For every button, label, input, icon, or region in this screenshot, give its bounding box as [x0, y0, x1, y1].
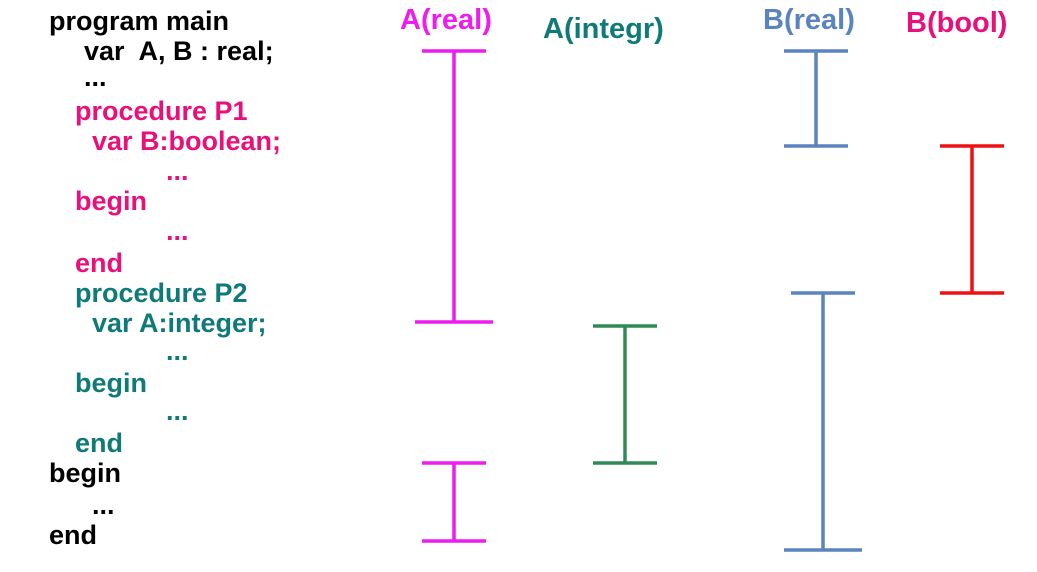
scope-bar-a-real-body [422, 461, 486, 543]
code-line-var-a-b-real: var A, B : real; [84, 36, 274, 66]
code-line-program-main: program main [49, 6, 230, 36]
code-line-end: end [75, 428, 124, 458]
code-line-begin: begin [75, 186, 147, 216]
scope-bar-a-real-main [415, 49, 493, 324]
code-line-end: end [75, 248, 124, 278]
code-line-ellipsis: ... [166, 336, 189, 366]
scope-label-a-real: A(real) [400, 4, 492, 36]
scope-label-a-integer: A(integr) [543, 13, 664, 45]
code-line-procedure-p2: procedure P2 [75, 278, 248, 308]
code-line-procedure-p1: procedure P1 [75, 96, 248, 126]
code-line-var-b-boolean: var B:boolean; [92, 126, 282, 156]
code-line-ellipsis: ... [166, 216, 189, 246]
code-line-ellipsis: ... [84, 62, 107, 92]
scope-label-b-bool: B(bool) [906, 7, 1008, 39]
scope-label-b-real: B(real) [763, 4, 855, 36]
code-line-end: end [49, 520, 98, 550]
code-line-ellipsis: ... [166, 396, 189, 426]
scope-bar-b-real-main [784, 49, 848, 148]
scope-bar-a-integer [593, 324, 657, 465]
code-line-ellipsis: ... [92, 490, 115, 520]
code-line-ellipsis: ... [166, 156, 189, 186]
scope-bar-b-bool [940, 144, 1004, 295]
code-line-begin: begin [49, 458, 121, 488]
code-line-var-a-integer: var A:integer; [92, 308, 267, 338]
code-line-begin: begin [75, 368, 147, 398]
scope-bar-b-real-rest [784, 291, 862, 552]
